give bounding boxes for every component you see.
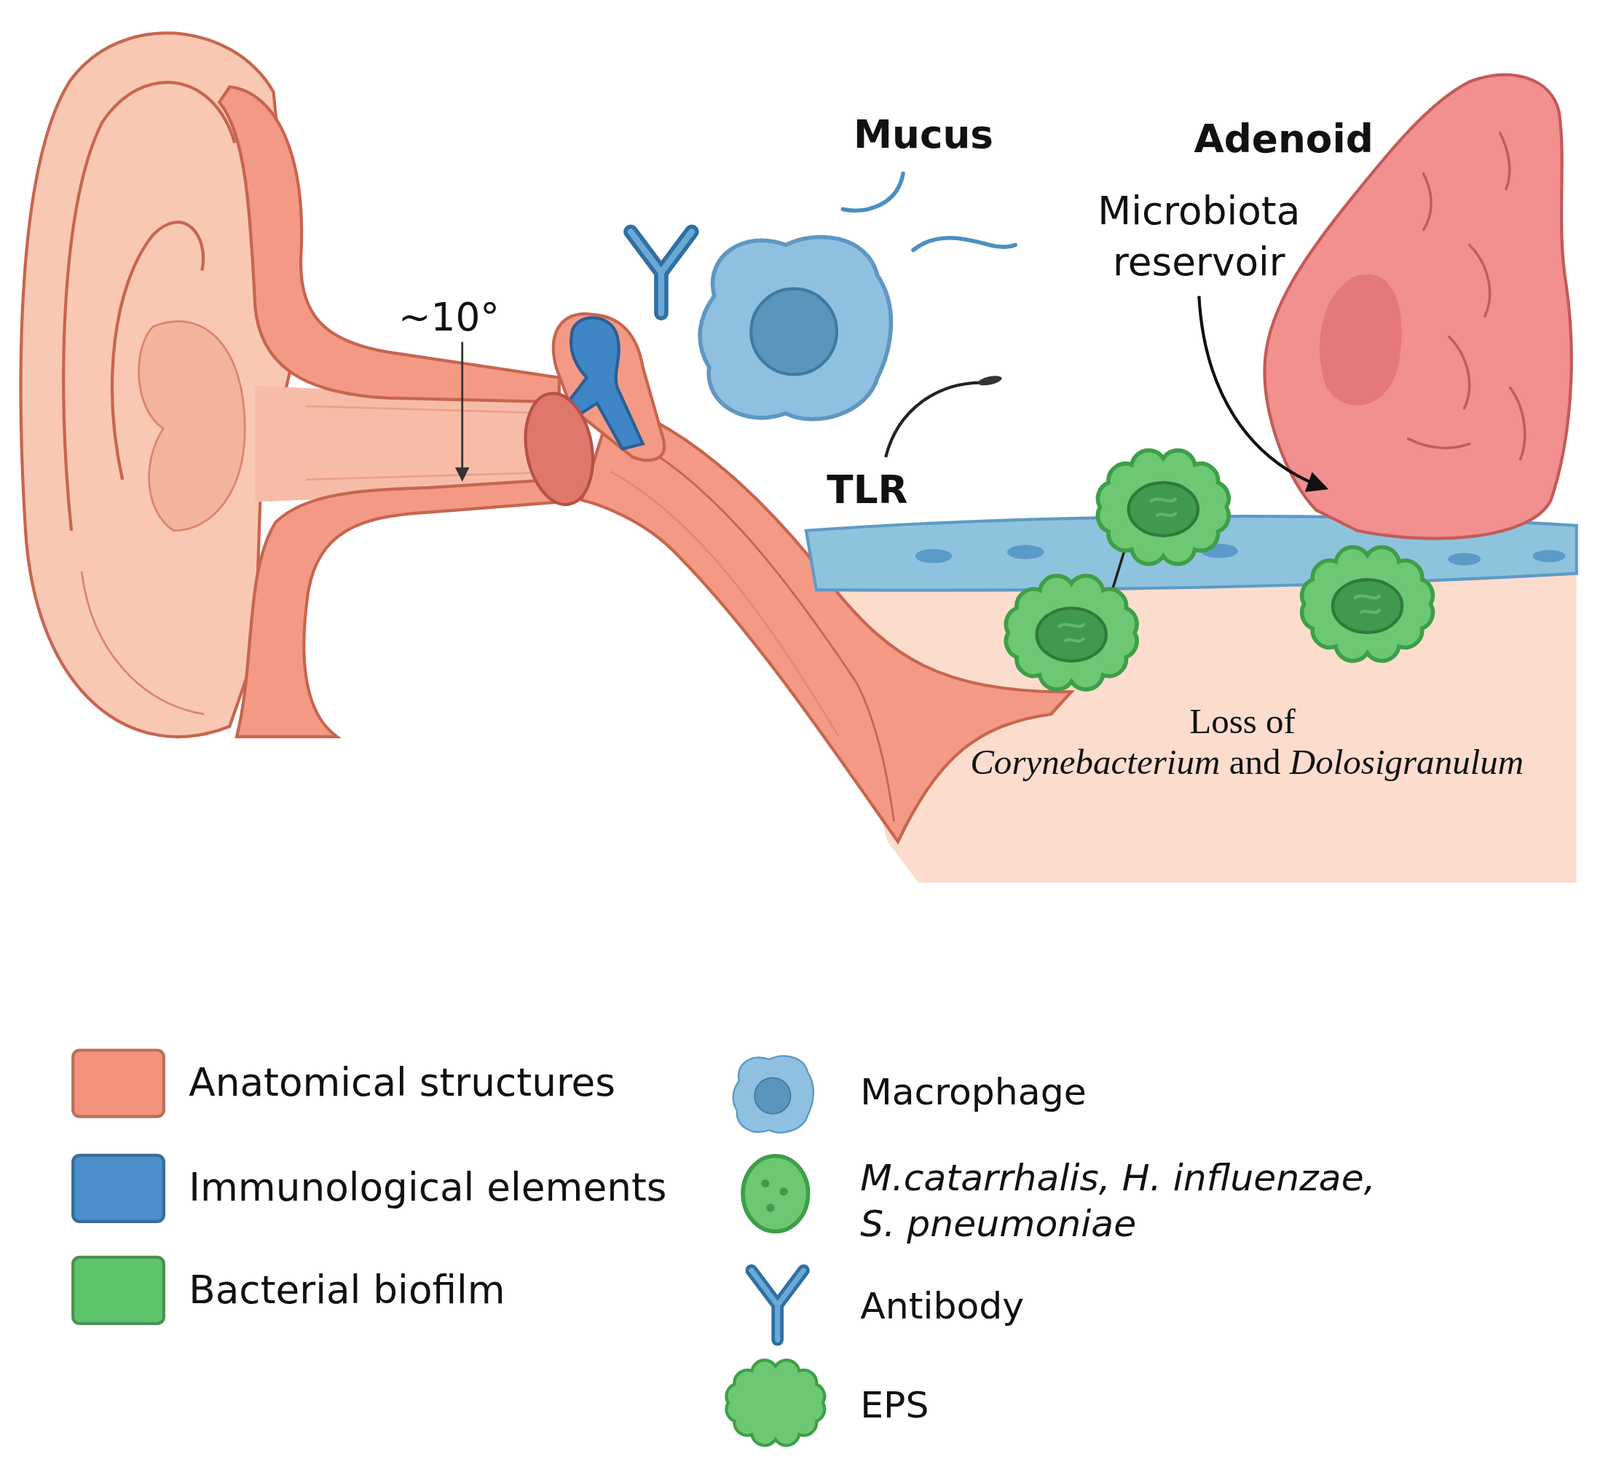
legend-swatch xyxy=(71,1256,166,1326)
legend-icon-dot xyxy=(761,1179,770,1188)
tube-line xyxy=(610,471,839,738)
legend-label: M.catarrhalis, H. influenzae, S. pneumon… xyxy=(860,1155,1397,1247)
biofilm-cluster xyxy=(1097,450,1229,564)
legend-swatch xyxy=(71,1048,166,1118)
label-line: Loss of xyxy=(838,702,1600,743)
concha xyxy=(139,321,246,531)
legend-swatch xyxy=(71,1154,166,1224)
legend-icon-bacterium xyxy=(742,1156,809,1233)
biofilm-cluster xyxy=(1005,576,1137,690)
label-word: and xyxy=(1229,742,1282,783)
epithelial-cell xyxy=(1447,553,1481,566)
adenoid-crypt xyxy=(1319,274,1402,406)
epithelial-cell xyxy=(1007,544,1044,560)
legend-icon-dot xyxy=(779,1187,788,1196)
antibody xyxy=(630,231,692,314)
adenoid-fold xyxy=(1408,132,1525,459)
mucus-strand xyxy=(842,173,904,211)
legend-label: EPS xyxy=(860,1382,929,1428)
annotation-label: Microbiota reservoir xyxy=(1066,185,1332,289)
legend-label: Bacterial biofilm xyxy=(188,1267,505,1315)
legend-label: Antibody xyxy=(860,1283,1024,1329)
angle-arrow xyxy=(460,342,464,470)
epithelial-cell xyxy=(915,549,952,564)
angle-arrowhead xyxy=(455,467,470,483)
epithelial-cell xyxy=(1532,549,1566,563)
legend-label: Anatomical structures xyxy=(188,1060,616,1107)
tlr-tip xyxy=(977,374,1003,388)
label-line: Corynebacterium and Dolosigranulum xyxy=(838,742,1600,784)
tlr-receptor xyxy=(885,383,982,458)
biofilm-cluster xyxy=(1302,547,1434,662)
receptor-label: TLR xyxy=(826,467,908,515)
canal-line xyxy=(305,406,551,414)
legend-icon-antibody xyxy=(751,1270,804,1341)
legend-label: Macrophage xyxy=(860,1069,1087,1115)
label-word xyxy=(1280,742,1290,783)
label-word: Dolosigranulum xyxy=(1289,742,1525,783)
canal-line xyxy=(305,472,551,480)
legend-icon-dot xyxy=(766,1204,775,1213)
legend-icon-eps xyxy=(726,1360,825,1446)
macrophage xyxy=(699,237,891,420)
label-word xyxy=(1219,742,1229,783)
canal-upper-wall xyxy=(219,86,560,403)
canal-lower-wall xyxy=(236,479,560,738)
structure-label: Mucus xyxy=(853,112,994,159)
lobule-line xyxy=(81,571,204,715)
annotation-label: Loss of Corynebacterium and Dolosigranul… xyxy=(838,702,1600,785)
helix-line xyxy=(63,82,235,531)
antihelix-line xyxy=(112,222,204,480)
angle-label: ~10° xyxy=(398,294,500,342)
structure-label: Adenoid xyxy=(1193,116,1373,164)
legend-label: Immunological elements xyxy=(188,1165,667,1212)
label-word: Corynebacterium xyxy=(970,742,1220,783)
mucus-strand xyxy=(913,238,1016,251)
legend-icon-macrophage xyxy=(733,1056,814,1134)
tympanic-membrane xyxy=(517,388,601,510)
pointer-arrow xyxy=(1198,296,1324,488)
